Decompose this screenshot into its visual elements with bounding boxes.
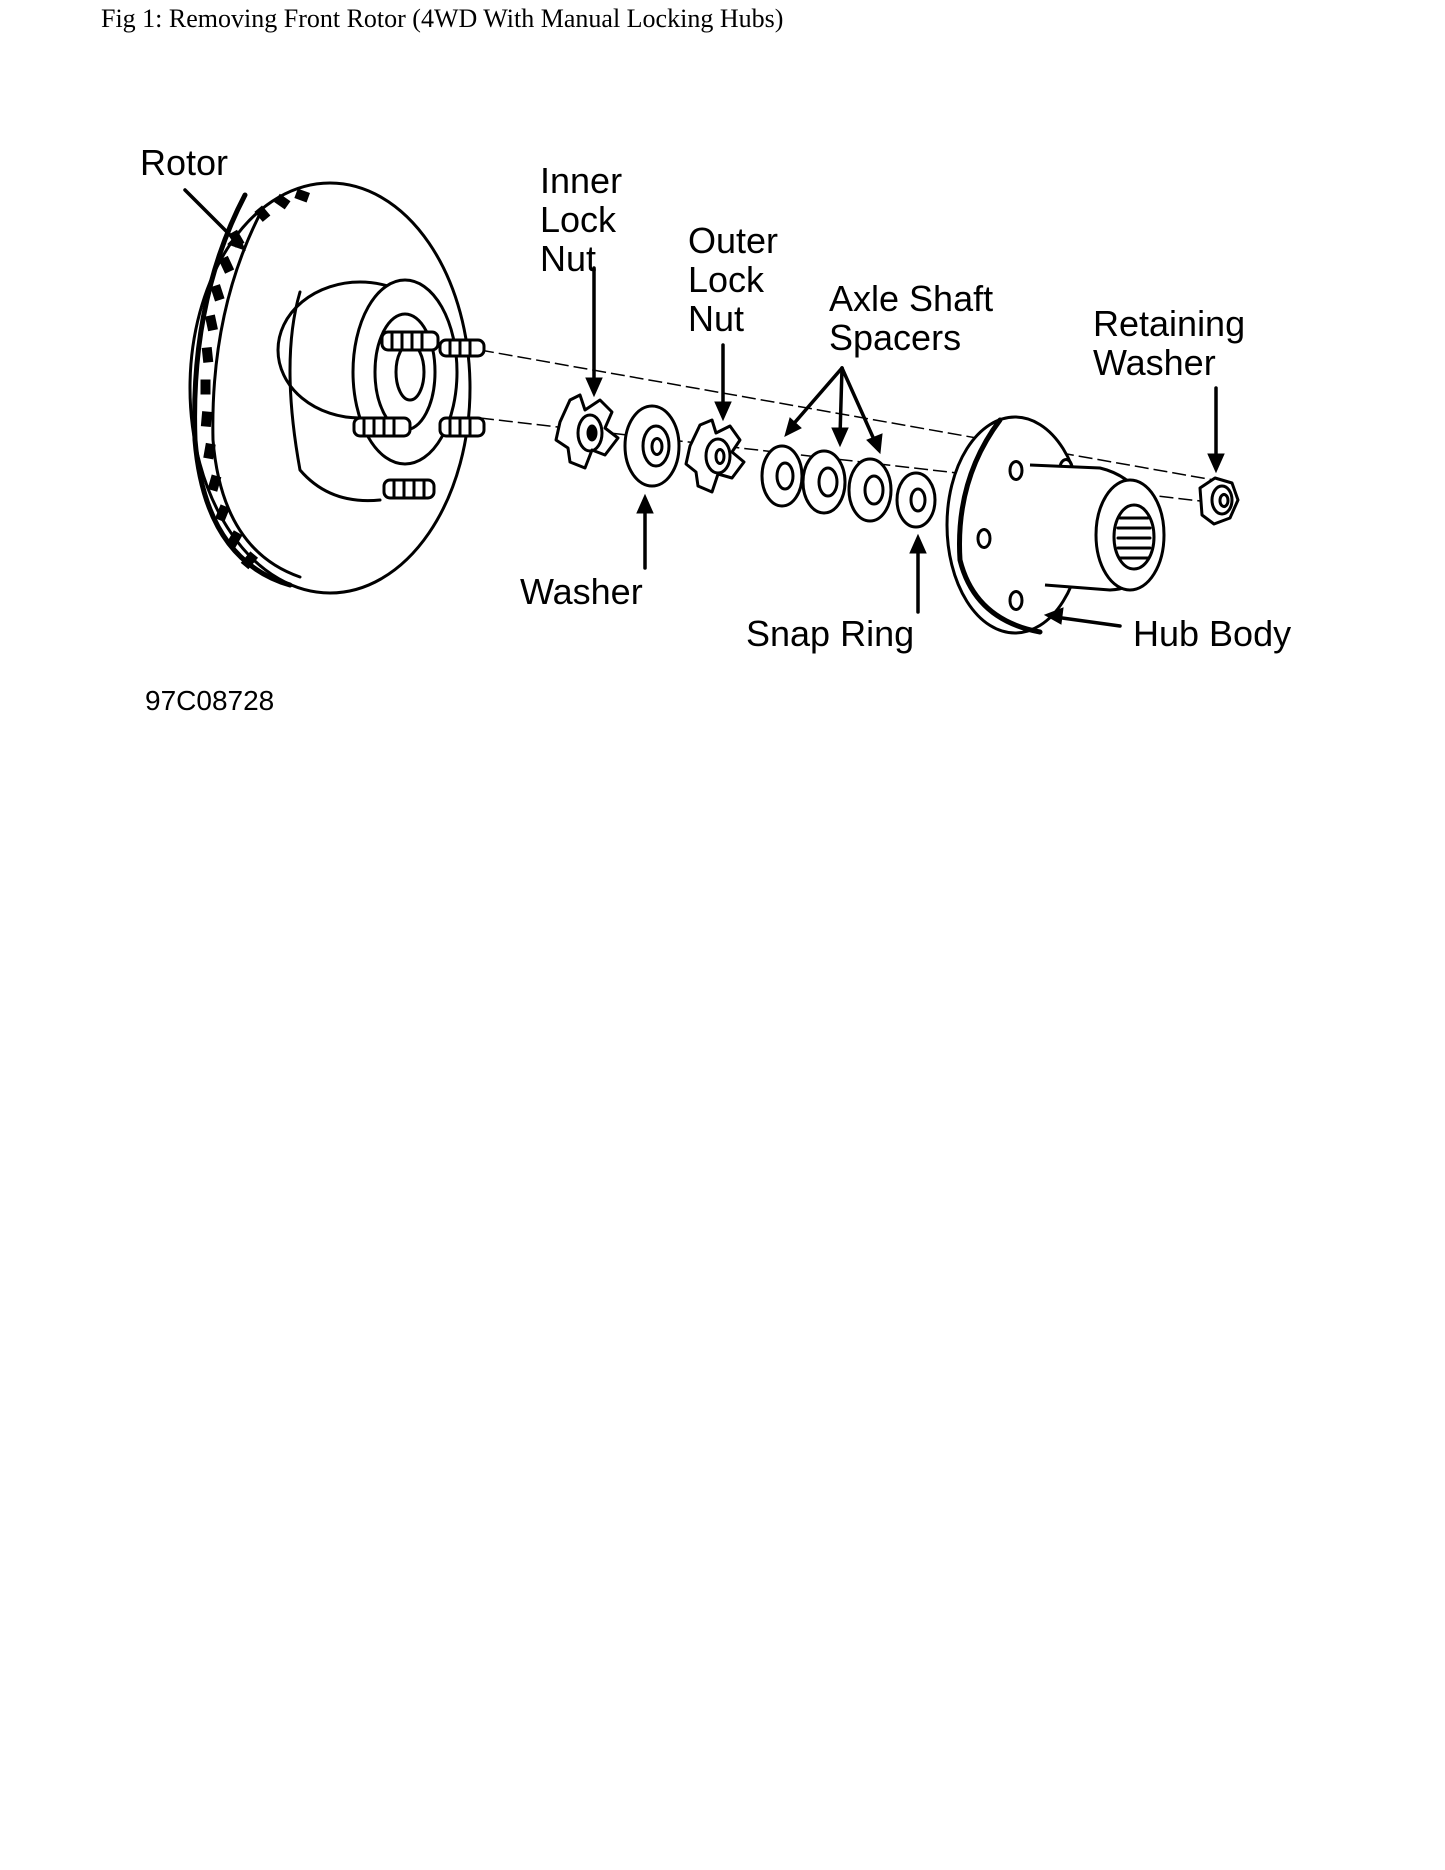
label-retaining-washer-line1: Retaining [1093,303,1245,344]
label-inner-lock-nut-line3: Nut [540,238,596,279]
washer-part [623,404,681,488]
wheel-studs [352,330,486,500]
label-inner-lock-nut-line2: Lock [540,199,617,240]
outer-lock-nut-part [684,418,746,494]
snap-ring-part [895,471,937,529]
label-retaining-washer-line2: Washer [1093,342,1216,383]
leader-arrows [183,188,1225,628]
figure-id: 97C08728 [145,685,274,716]
label-axle-shaft-spacers-line2: Spacers [829,317,961,358]
inner-lock-nut-part [554,393,620,470]
figure-caption: Fig 1: Removing Front Rotor (4WD With Ma… [101,4,784,33]
axle-shaft-spacers-part [760,444,893,523]
label-outer-lock-nut-line2: Lock [688,259,765,300]
label-outer-lock-nut-line3: Nut [688,298,744,339]
label-axle-shaft-spacers-line1: Axle Shaft [829,278,993,319]
label-snap-ring: Snap Ring [746,613,914,654]
label-washer: Washer [520,571,643,612]
hub-body-part [945,415,1166,635]
label-hub-body: Hub Body [1133,613,1291,654]
label-outer-lock-nut-line1: Outer [688,220,778,261]
exploded-hub-diagram: Rotor Inner Lock Nut Outer Lock Nut Axle… [140,142,1291,716]
retaining-washer-part [1198,476,1240,526]
label-inner-lock-nut-line1: Inner [540,160,622,201]
rotor-part [188,181,486,595]
label-rotor: Rotor [140,142,228,183]
